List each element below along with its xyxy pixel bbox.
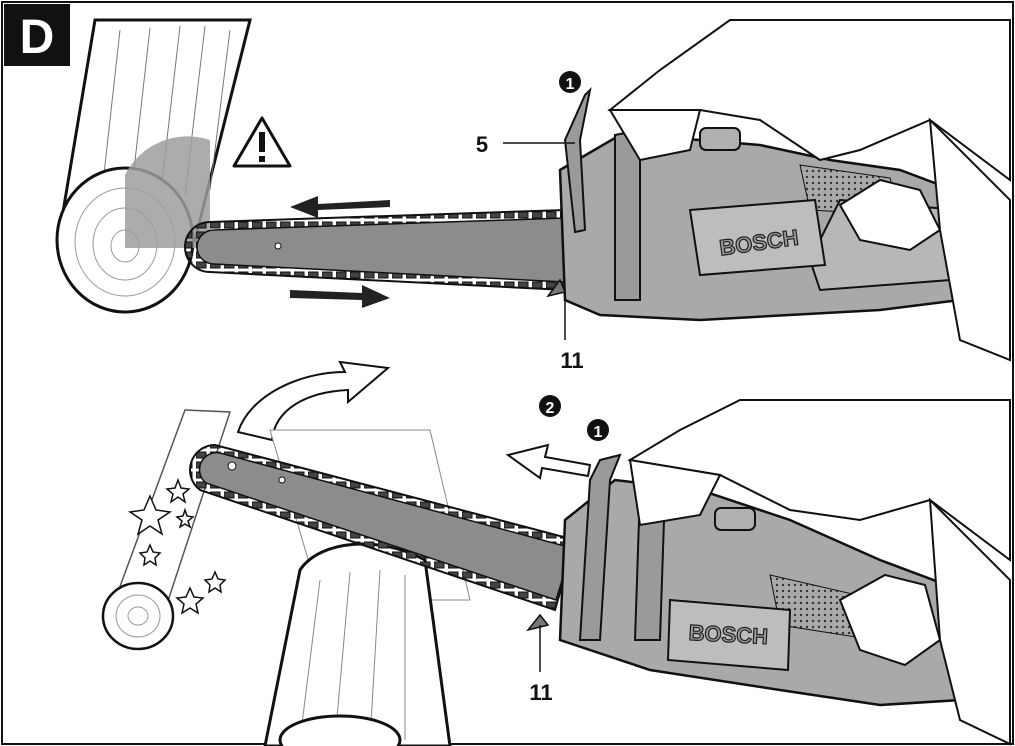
bottom-brand-logo: BOSCH	[688, 620, 769, 649]
bottom-guide-bar	[189, 443, 577, 612]
top-guide-bar	[184, 208, 566, 292]
svg-text:2: 2	[546, 400, 555, 417]
step-1-badge-top: 1	[559, 71, 581, 93]
warning-triangle-icon	[232, 116, 292, 168]
figure-letter-badge: D	[4, 4, 70, 66]
top-brand-logo: BOSCH	[718, 225, 800, 261]
bottom-panel: BOSCH 11 2 1	[101, 360, 1011, 746]
top-panel: BOSCH 5 11 1	[55, 18, 1011, 373]
label-spike-top: 11	[560, 348, 583, 373]
spark-icon	[127, 477, 227, 615]
kickback-zone-shade	[125, 136, 210, 248]
top-operator-hands	[607, 19, 1011, 362]
kickback-arrow-icon	[236, 360, 391, 442]
label-hand-guard: 5	[476, 132, 488, 157]
label-spike-bottom: 11	[529, 680, 552, 705]
direction-arrow-icon	[290, 196, 390, 308]
direction-arrow-icon-bottom	[505, 443, 592, 480]
figure-letter: D	[20, 11, 55, 64]
bottom-operator-hands	[627, 399, 1011, 746]
step-2-badge: 2	[539, 395, 561, 417]
step-1-badge-bottom: 1	[587, 419, 609, 441]
svg-text:1: 1	[566, 76, 575, 93]
svg-text:1: 1	[594, 424, 603, 441]
